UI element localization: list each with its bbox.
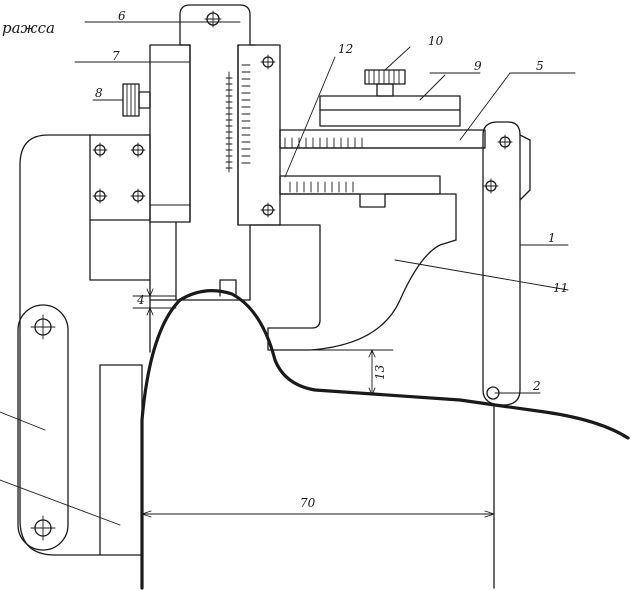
dimension-gap — [132, 267, 177, 323]
part-11-body — [249, 224, 457, 351]
part-7-block — [149, 44, 191, 223]
workpiece-profile — [140, 289, 630, 590]
part-8-knob — [122, 83, 151, 117]
callout-2: 2 — [532, 379, 541, 393]
upper-rack — [279, 129, 486, 149]
callout-11: 11 — [553, 281, 568, 295]
small-tab — [219, 279, 237, 297]
callout-5: 5 — [536, 59, 544, 73]
callout-12: 12 — [338, 42, 353, 56]
dimension-width — [141, 510, 495, 518]
left-frame — [19, 134, 151, 556]
left-slotted-arm — [17, 304, 69, 551]
dim-gap-value: 4 — [136, 293, 145, 307]
part-10-knob — [364, 69, 406, 97]
part-6-column — [149, 4, 256, 301]
callout-8: 8 — [95, 86, 103, 100]
dimension-height — [269, 349, 394, 396]
leader-left-upper — [0, 411, 46, 431]
dim-width-value: 70 — [300, 496, 316, 510]
callout-9: 9 — [474, 59, 482, 73]
part-1-lever — [482, 121, 531, 406]
drawing-title-fragment: ражса — [2, 19, 55, 37]
lower-rack — [279, 175, 457, 241]
leader-left-lower — [0, 479, 121, 526]
callout-6: 6 — [118, 9, 126, 23]
rack-plate — [237, 44, 281, 226]
callout-1: 1 — [548, 231, 556, 245]
callout-leaders — [74, 21, 576, 394]
part-9-block — [319, 95, 461, 127]
screw-marks-left-block — [92, 142, 146, 204]
callout-10: 10 — [428, 34, 444, 48]
dim-height-value: 13 — [373, 364, 387, 380]
callout-7: 7 — [112, 49, 120, 63]
